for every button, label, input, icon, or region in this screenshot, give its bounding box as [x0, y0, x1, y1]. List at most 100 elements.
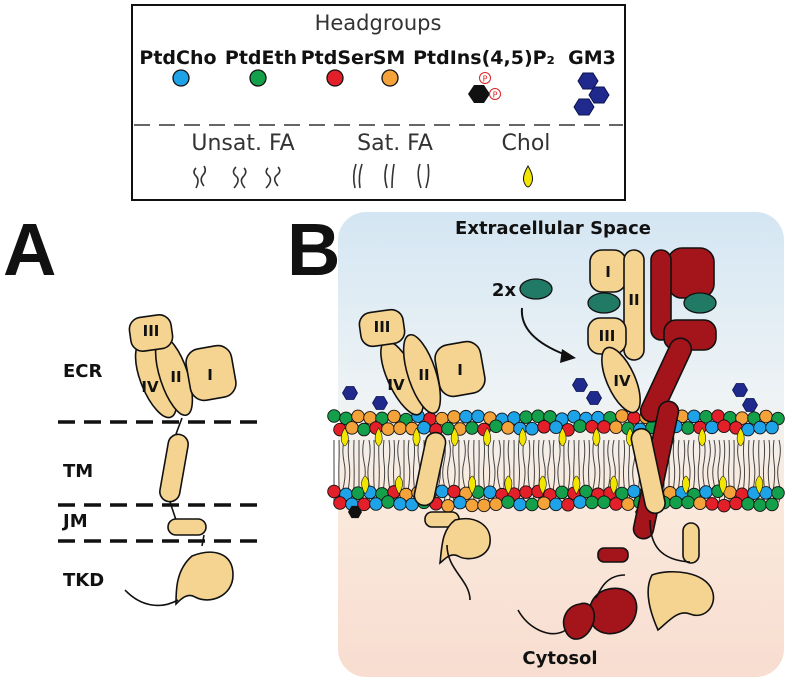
- b-dimer-domain-i: I: [605, 263, 611, 281]
- inner-headgroup: [585, 495, 599, 510]
- b-dimer-domain-iv: IV: [613, 372, 631, 390]
- domain-labels-a: III IV II I: [141, 322, 212, 396]
- inner-headgroup: [519, 485, 533, 499]
- legend-label-unsat-fa: Unsat. FA: [191, 131, 294, 156]
- inner-headgroup: [729, 496, 743, 511]
- cholesterol-icon: [523, 165, 533, 188]
- domain-labels-b-dimer: I II III IV: [599, 263, 640, 390]
- legend-label-sat-fa: Sat. FA: [357, 131, 433, 156]
- outer-headgroup: [615, 409, 629, 423]
- cholesterol: [698, 427, 707, 447]
- binding-arrow: [520, 307, 567, 356]
- cholesterol: [682, 475, 690, 495]
- region-label-ecr: ECR: [63, 361, 103, 382]
- outer-headgroup: [573, 419, 587, 433]
- inner-headgroup: [381, 495, 395, 509]
- cholesterol: [592, 427, 601, 447]
- outer-headgroup: [765, 420, 779, 435]
- cholesterol: [468, 475, 477, 495]
- inner-headgroup: [555, 485, 569, 500]
- svg-text:P: P: [483, 75, 488, 84]
- ptdeth-headgroup-icon: [249, 69, 267, 87]
- outer-headgroup: [357, 422, 371, 437]
- panel-a-letter: A: [3, 208, 56, 291]
- pip2-headgroup: [348, 505, 362, 519]
- outer-headgroup: [327, 409, 341, 423]
- inner-headgroup: [537, 496, 551, 510]
- bound-ligand-2-icon: [683, 292, 717, 314]
- outer-headgroup: [717, 419, 731, 433]
- domain-iv-label: IV: [141, 378, 159, 396]
- cholesterol: [374, 427, 383, 447]
- outer-leaflet: [327, 409, 785, 437]
- inner-headgroup: [465, 498, 479, 513]
- inner-headgroup: [483, 485, 497, 500]
- binding-arrowhead: [560, 349, 576, 363]
- cholesterol: [483, 427, 492, 447]
- inner-headgroup: [699, 485, 713, 499]
- b-monomer-domain-iv: IV: [387, 376, 405, 394]
- outer-headgroup: [705, 420, 719, 435]
- inner-headgroup: [447, 484, 461, 499]
- gm3-headgroup: [342, 386, 358, 400]
- domain-i-label: I: [207, 366, 213, 384]
- outer-headgroup: [351, 409, 365, 424]
- cytosol-label: Cytosol: [522, 648, 597, 669]
- cholesterol: [719, 475, 727, 495]
- gm3-headgroup: [586, 391, 602, 405]
- ptdcho-headgroup-icon: [172, 69, 190, 87]
- inner-headgroup: [693, 496, 707, 510]
- inner-headgroup: [435, 484, 449, 499]
- b-monomer-domain-iii: III: [374, 318, 391, 336]
- inner-headgroup: [333, 496, 347, 510]
- b-monomer-domain-i: I: [457, 361, 463, 379]
- outer-headgroup: [459, 409, 473, 424]
- inner-headgroup: [771, 486, 785, 500]
- panel-a: A ECR TM JM TKD: [3, 208, 265, 607]
- inner-headgroup: [609, 497, 623, 511]
- inner-headgroup: [669, 495, 683, 510]
- region-label-jm: JM: [61, 511, 88, 532]
- cholesterol: [558, 427, 567, 447]
- domain-labels-b-monomer: III IV II I: [374, 318, 463, 394]
- gm3-headgroup: [742, 398, 758, 412]
- gm3-headgroup: [572, 378, 588, 392]
- cholesterol: [504, 475, 513, 495]
- outer-headgroup: [681, 421, 695, 435]
- inner-headgroup: [741, 497, 755, 511]
- inner-headgroup: [573, 495, 587, 509]
- inner-headgroup: [453, 495, 467, 510]
- sm-headgroup-icon: [381, 69, 399, 87]
- legend-label-pip2: PtdIns(4,5)P₂: [413, 47, 555, 69]
- cholesterol: [609, 475, 618, 495]
- gm3-headgroup-icon: [573, 72, 610, 116]
- inner-headgroup: [393, 497, 407, 511]
- membrane-boundaries: [58, 420, 265, 543]
- legend-title: Headgroups: [315, 11, 442, 35]
- cholesterol: [755, 475, 764, 495]
- inner-headgroup: [327, 484, 341, 499]
- legend-label-sm: SM: [373, 47, 406, 69]
- egfr-monomer-b: [358, 308, 491, 601]
- inner-headgroup: [597, 495, 611, 509]
- inner-headgroup: [627, 484, 641, 499]
- cholesterol: [395, 475, 403, 495]
- gm3-headgroup: [372, 396, 388, 410]
- panel-b: B Extracellular Space Cytosol III IV II: [287, 208, 785, 677]
- region-label-tkd: TKD: [63, 570, 104, 591]
- egfr-monomer-a: [124, 313, 237, 607]
- outer-headgroup: [381, 422, 395, 436]
- domain-ii-label: II: [170, 368, 181, 386]
- cholesterol: [361, 475, 370, 495]
- inner-headgroup: [525, 497, 539, 512]
- outer-headgroup: [465, 421, 479, 435]
- region-label-tm: TM: [63, 461, 93, 482]
- legend-label-ptdeth: PtdEth: [225, 47, 297, 69]
- inner-headgroup: [369, 497, 383, 511]
- inner-headgroup: [477, 498, 491, 513]
- b-dimer-domain-ii: II: [628, 291, 639, 309]
- cholesterol: [450, 427, 459, 447]
- gm3-headgroup: [732, 383, 748, 397]
- headgroup-legend: Headgroups PtdCho PtdEth PtdSer SM PtdIn…: [131, 4, 626, 201]
